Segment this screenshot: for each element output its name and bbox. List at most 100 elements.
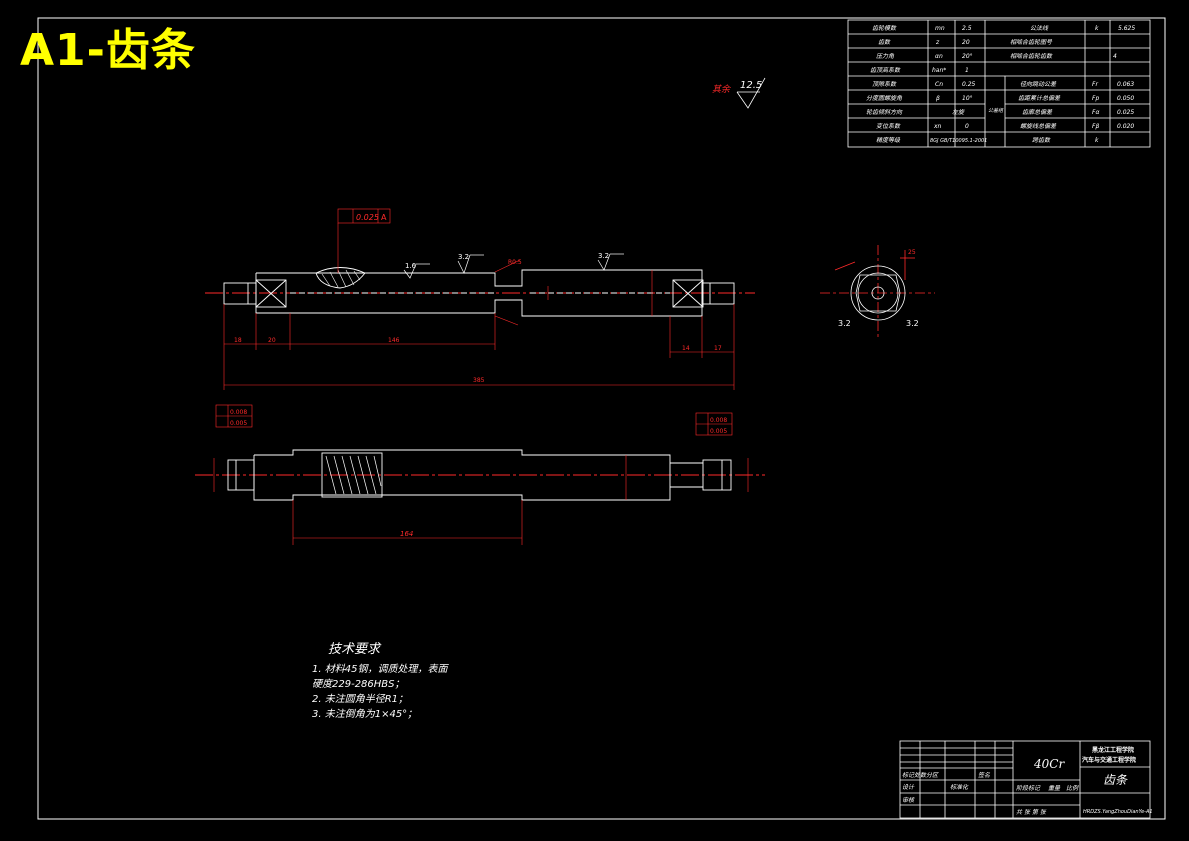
sheet-border xyxy=(37,17,1166,820)
tb-weight: 重量 xyxy=(1048,785,1061,792)
section-labels: 3.2 3.2 25 xyxy=(838,249,919,328)
chamfer-label: R0.5 xyxy=(508,259,522,266)
shaft-front-view xyxy=(205,267,755,317)
tech-line-4: 3. 未注倒角为1×45°； xyxy=(312,709,418,720)
gear-right-2-name: 相啮合齿轮齿数 xyxy=(1010,52,1053,60)
gear-row-5-name: 分度圆螺旋角 xyxy=(866,94,903,102)
gear-row-1-sym: z xyxy=(935,39,940,46)
tb-part-name: 齿条 xyxy=(1103,773,1128,787)
gear-right-0-val: 5.625 xyxy=(1118,25,1135,32)
tol-left-1: 0.008 xyxy=(230,409,247,416)
gear-right-3-name: 径向跳动公差 xyxy=(1020,80,1057,88)
tb-sheet: 共 张 第 张 xyxy=(1016,808,1047,816)
tb-row-2: 审核 xyxy=(902,796,915,804)
gear-row-4-name: 顶隙系数 xyxy=(872,80,897,88)
gear-row-4-sym: Cn xyxy=(935,81,943,88)
roughness-mark-1: 1.6 xyxy=(405,262,417,270)
tb-mid-0: 标准化 xyxy=(950,783,969,791)
tol-top-datum: A xyxy=(381,213,387,222)
top-view-dimensions xyxy=(213,404,749,545)
roughness-mark-2: 3.2 xyxy=(458,253,469,261)
section-view xyxy=(820,245,935,340)
top-view-labels: 164 0.008 0.005 0.008 0.005 xyxy=(230,409,727,538)
dim-164: 164 xyxy=(400,530,413,538)
tol-top-value: 0.025 xyxy=(356,213,379,222)
dim-14: 14 xyxy=(682,345,690,352)
gear-row-8-name: 精度等级 xyxy=(876,136,901,144)
dim-20: 20 xyxy=(268,337,276,344)
gear-row-7-name: 变位系数 xyxy=(876,122,901,130)
gear-row-2-name: 压力角 xyxy=(876,52,895,60)
gear-right-2-val: 4 xyxy=(1113,53,1117,60)
tb-row-1: 设计 xyxy=(902,783,915,791)
gear-right-6-sym: Fβ xyxy=(1092,123,1099,130)
gear-parameter-table xyxy=(847,19,1151,148)
gear-right-4-val: 0.050 xyxy=(1117,95,1134,102)
tb-mid-1: 签名 xyxy=(978,771,991,779)
tb-drawing-no: HRDZS.YangZhouDianYe-A1 xyxy=(1083,809,1153,815)
tech-line-2: 硬度229-286HBS； xyxy=(312,679,405,690)
gear-right-4-sym: Fp xyxy=(1092,95,1099,102)
section-label-3: 25 xyxy=(908,249,916,256)
roughness-value: 12.5 xyxy=(740,80,762,91)
gear-row-2-sym: αn xyxy=(935,53,943,60)
title-block-text: 40Cr 黑龙江工程学院 汽车与交通工程学院 齿条 标记处数分区 设计 审核 标… xyxy=(902,746,1153,816)
gear-group-label: 公差组 xyxy=(988,107,1004,114)
dim-18: 18 xyxy=(234,337,242,344)
tb-school: 黑龙江工程学院 xyxy=(1092,746,1134,754)
gear-right-3-val: 0.063 xyxy=(1117,81,1134,88)
gear-row-5-sym: β xyxy=(936,95,940,102)
roughness-mark-3: 3.2 xyxy=(598,252,609,260)
gear-right-0-name: 公法线 xyxy=(1030,24,1049,32)
gear-right-3-sym: Fr xyxy=(1092,81,1098,88)
tech-line-1: 1. 材料45钢，调质处理，表面 xyxy=(312,664,448,675)
gear-row-1-val: 20 xyxy=(962,39,970,46)
gear-row-0-name: 齿轮模数 xyxy=(872,24,897,32)
tb-material: 40Cr xyxy=(1033,757,1065,771)
gear-right-1-name: 相啮合齿轮图号 xyxy=(1010,38,1053,46)
gear-row-4-val: 0.25 xyxy=(962,81,976,88)
gear-row-7-val: 0 xyxy=(965,123,969,130)
gear-table-text: 齿轮模数 mn 2.5 齿数 z 20 压力角 αn 20° 齿顶高系数 han… xyxy=(866,24,1135,144)
gear-row-8-val: 8GJ GB/T10095.1-2001 xyxy=(930,138,987,144)
gear-row-0-sym: mn xyxy=(935,25,945,32)
gear-row-6-val: 左旋 xyxy=(952,108,965,116)
tb-row-0: 标记处数分区 xyxy=(902,771,939,779)
tol-right-2: 0.005 xyxy=(710,428,727,435)
gear-row-3-name: 齿顶高系数 xyxy=(870,66,901,74)
gear-row-7-sym: xn xyxy=(933,123,942,130)
gear-row-6-name: 轮齿倾斜方向 xyxy=(866,108,903,116)
dim-17: 17 xyxy=(714,345,722,352)
gear-row-1-name: 齿数 xyxy=(878,38,891,46)
gear-right-7-sym: k xyxy=(1095,137,1099,144)
gear-right-6-val: 0.020 xyxy=(1117,123,1134,130)
front-view-labels: 0.025 A R0.5 18 20 146 14 17 385 1.6 3.2… xyxy=(234,213,722,384)
section-label-1: 3.2 xyxy=(838,319,851,328)
gear-right-4-name: 齿距累计总偏差 xyxy=(1018,94,1061,102)
tb-stage: 阶段标记 xyxy=(1016,784,1041,792)
gear-right-0-sym: k xyxy=(1095,25,1099,32)
gear-row-2-val: 20° xyxy=(962,53,973,60)
dim-385: 385 xyxy=(473,377,485,384)
roughness-symbols xyxy=(403,253,624,279)
gear-right-5-name: 齿廓总偏差 xyxy=(1022,108,1053,116)
tol-right-1: 0.008 xyxy=(710,417,727,424)
gear-row-3-val: 1 xyxy=(965,67,969,74)
roughness-label: 其余 xyxy=(712,84,731,95)
section-label-2: 3.2 xyxy=(906,319,919,328)
gear-row-3-sym: han* xyxy=(932,67,946,74)
gear-right-5-val: 0.025 xyxy=(1117,109,1134,116)
gear-right-5-sym: Fα xyxy=(1092,109,1099,116)
front-view-dimensions xyxy=(223,208,735,390)
dim-146: 146 xyxy=(388,337,400,344)
tb-scale: 比例 xyxy=(1066,784,1079,792)
title-block xyxy=(899,740,1151,819)
tol-left-2: 0.005 xyxy=(230,420,247,427)
gear-row-5-val: 10° xyxy=(962,95,973,102)
gear-row-0-val: 2.5 xyxy=(962,25,972,32)
gear-right-7-name: 跨齿数 xyxy=(1032,136,1051,144)
tech-line-3: 2. 未注圆角半径R1； xyxy=(312,694,409,705)
tech-requirements-title: 技术要求 xyxy=(328,642,381,657)
general-roughness: 其余 12.5 xyxy=(712,77,766,109)
